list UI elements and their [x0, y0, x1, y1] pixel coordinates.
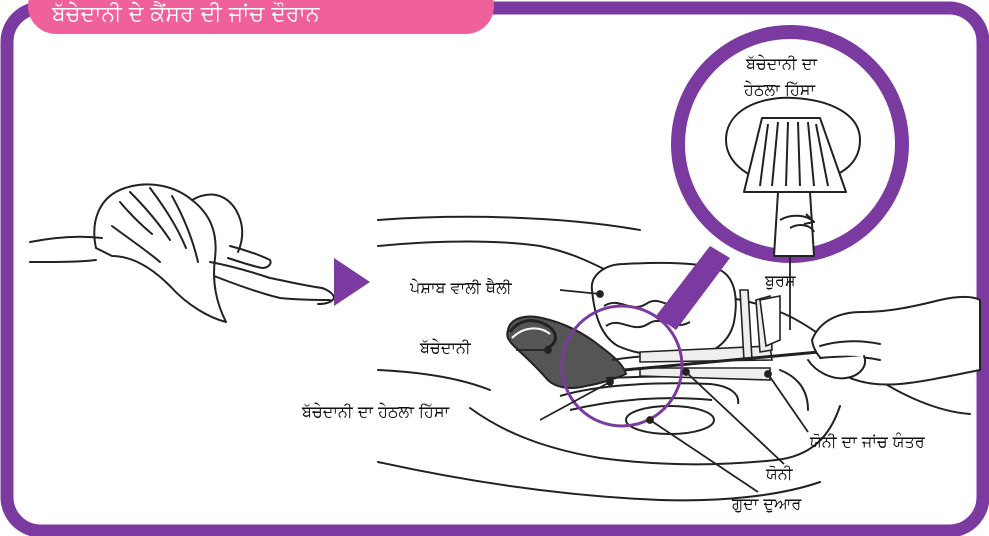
- label-bladder: ਪੇਸ਼ਾਬ ਵਾਲੀ ਥੈਲੀ: [410, 278, 512, 298]
- label-speculum: ਯੋਨੀ ਦਾ ਜਾਂਚ ਯੰਤਰ: [810, 432, 925, 452]
- patient-figure: [30, 184, 334, 322]
- zoom-label-line2: ਹੇਠਲਾ ਹਿੱਸਾ: [744, 80, 815, 100]
- label-vagina: ਯੋਨੀ: [766, 464, 793, 484]
- hand: [808, 297, 980, 385]
- page-title: ਬੱਚੇਦਾਨੀ ਦੇ ਕੈਂਸਰ ਦੀ ਜਾਂਚ ਦੌਰਾਨ: [52, 2, 319, 27]
- label-uterus: ਬੱਚੇਦਾਨੀ: [420, 338, 471, 358]
- zoom-label-line1: ਬੱਚੇਦਾਨੀ ਦਾ: [746, 54, 817, 74]
- label-anus: ਗੁਦਾ ਦੁਆਰ: [732, 494, 801, 514]
- arrow-icon: [334, 258, 370, 306]
- label-brush: ਬੁਰਸ਼: [765, 271, 796, 291]
- label-cervix: ਬੱਚੇਦਾਨੀ ਦਾ ਹੇਠਲਾ ਹਿੱਸਾ: [302, 402, 449, 422]
